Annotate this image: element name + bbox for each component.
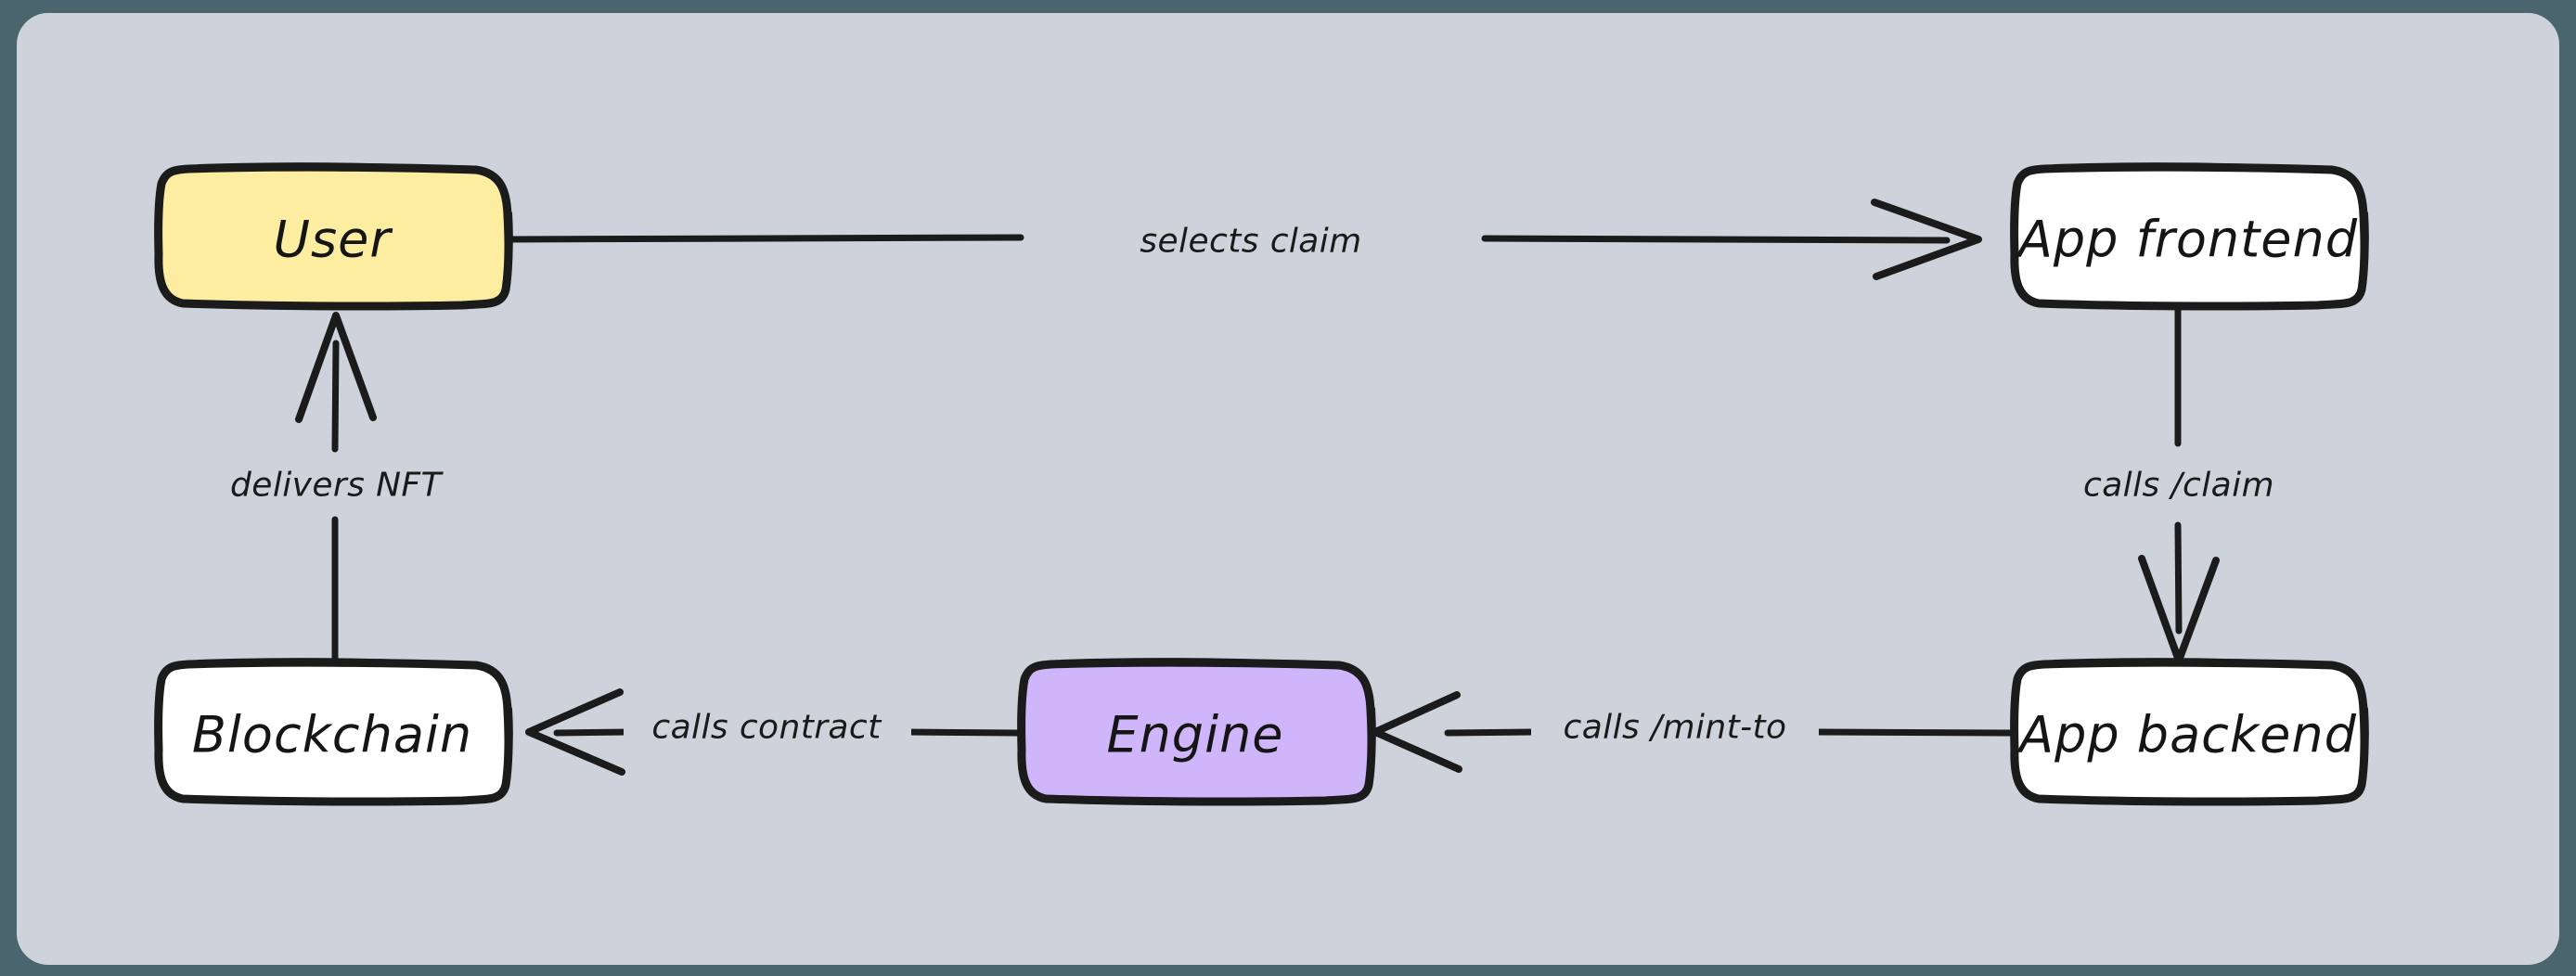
node-user[interactable]: User xyxy=(154,162,513,311)
edge-label-bg-1 xyxy=(1082,212,1420,267)
edge-label-bg-4 xyxy=(624,698,911,753)
edge-label-calls-claim: calls /claim xyxy=(2083,467,2274,505)
node-engine-sketch-overstroke xyxy=(1059,658,1376,786)
edge-line-selects-claim xyxy=(505,234,1951,244)
node-engine[interactable]: Engine xyxy=(1017,658,1376,806)
edge-label-calls-contract: calls contract xyxy=(651,709,882,747)
edge-label-calls-mint-to: calls /mint-to xyxy=(1564,709,1787,747)
edge-line-calls-mint-to xyxy=(1444,728,2014,737)
node-app-backend-label: App backend xyxy=(2016,706,2357,764)
node-app-frontend-sketch-overstroke xyxy=(2052,162,2369,290)
node-user-sketch-overstroke xyxy=(196,162,513,290)
node-app-backend-sketch-overstroke xyxy=(2052,658,2369,786)
arrow-head-up-user xyxy=(295,312,377,423)
edge-blockchain-to-user xyxy=(295,312,377,664)
node-blockchain[interactable]: Blockchain xyxy=(154,658,513,806)
edge-label-bg-3 xyxy=(1531,698,1819,753)
edge-labels: selects claim calls /claim calls /mint-t… xyxy=(197,212,2335,753)
edge-label-delivers-NFT: delivers NFT xyxy=(230,467,444,505)
arrow-head-right-frontend xyxy=(1871,199,1982,280)
node-app-frontend[interactable]: App frontend xyxy=(2010,162,2369,311)
edge-label-bg-2 xyxy=(2023,456,2335,511)
edge-line-calls-claim xyxy=(2174,304,2183,635)
arrow-head-left-blockchain xyxy=(525,688,625,776)
edge-line-delivers-NFT xyxy=(331,340,340,664)
node-user-label: User xyxy=(273,211,393,269)
node-engine-label: Engine xyxy=(1106,706,1283,764)
node-app-frontend-label: App frontend xyxy=(2016,211,2358,269)
edge-label-selects-claim: selects claim xyxy=(1140,223,1361,261)
edge-user-to-frontend xyxy=(505,199,1982,280)
edge-engine-to-blockchain xyxy=(525,688,1021,776)
edge-line-calls-contract xyxy=(553,728,1021,737)
edge-label-bg-5 xyxy=(197,456,475,511)
node-app-backend[interactable]: App backend xyxy=(2010,658,2369,806)
node-blockchain-sketch-overstroke xyxy=(196,658,513,786)
node-blockchain-label: Blockchain xyxy=(192,706,472,764)
